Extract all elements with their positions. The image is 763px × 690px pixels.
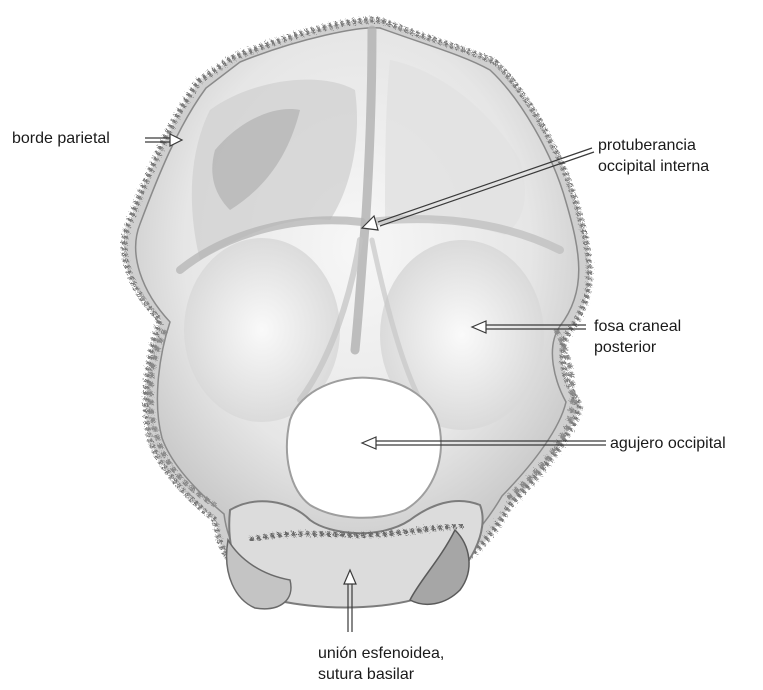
foramen-magnum [287, 378, 441, 518]
label-agujero: agujero occipital [610, 433, 726, 454]
label-fosa-line2: posterior [594, 337, 681, 358]
label-protuberancia: protuberancia occipital interna [598, 135, 709, 177]
label-fosa: fosa craneal posterior [594, 316, 681, 358]
label-union: unión esfenoidea, sutura basilar [318, 643, 444, 685]
label-fosa-line1: fosa craneal [594, 316, 681, 337]
label-protuberancia-line2: occipital interna [598, 156, 709, 177]
label-borde-parietal-line1: borde parietal [12, 128, 110, 149]
label-protuberancia-line1: protuberancia [598, 135, 709, 156]
label-union-line1: unión esfenoidea, [318, 643, 444, 664]
label-union-line2: sutura basilar [318, 664, 444, 685]
label-borde-parietal: borde parietal [12, 128, 110, 149]
label-agujero-line1: agujero occipital [610, 433, 726, 454]
